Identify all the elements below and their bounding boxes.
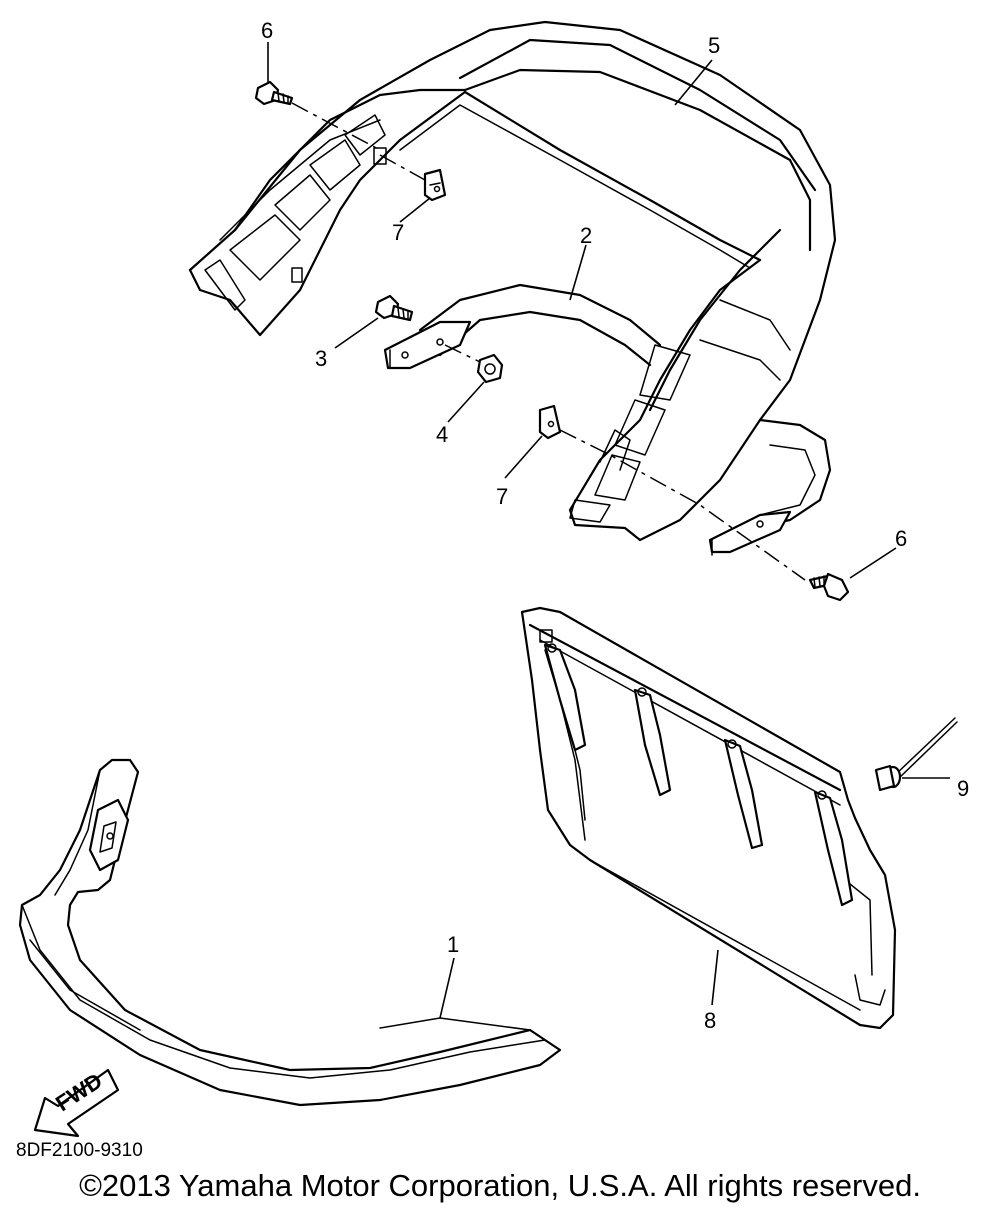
callout-8: 8	[704, 1008, 716, 1033]
part-7-clip-top	[379, 154, 447, 202]
part-3-bolt	[374, 294, 414, 322]
part-2-inner-bar	[383, 283, 792, 556]
callout-3: 3	[315, 346, 327, 371]
fwd-arrow-icon: FWD	[33, 1068, 120, 1138]
part-7-clip-bottom	[538, 404, 806, 581]
part-6-bolt-bottom	[808, 572, 850, 602]
callout-1: 1	[447, 932, 459, 957]
part-8-flap	[520, 606, 897, 1030]
part-1-front-bumper	[18, 758, 562, 1107]
callout-4: 4	[436, 422, 448, 447]
callout-7-top: 7	[392, 220, 404, 245]
diagram-code: 8DF2100-9310	[16, 1140, 143, 1161]
callout-6-top: 6	[261, 18, 273, 43]
leader-lines	[267, 42, 950, 1019]
part-4-nut	[444, 344, 504, 384]
callout-9: 9	[957, 776, 969, 801]
callout-6-bottom: 6	[895, 526, 907, 551]
part-5-rear-frame	[188, 20, 837, 542]
part-6-bolt-top	[254, 80, 381, 151]
callout-7-bottom: 7	[496, 484, 508, 509]
callout-5: 5	[708, 33, 720, 58]
part-9-rivet	[874, 717, 958, 792]
callout-2: 2	[580, 223, 592, 248]
copyright-notice: ©2013 Yamaha Motor Corporation, U.S.A. A…	[79, 1168, 921, 1203]
